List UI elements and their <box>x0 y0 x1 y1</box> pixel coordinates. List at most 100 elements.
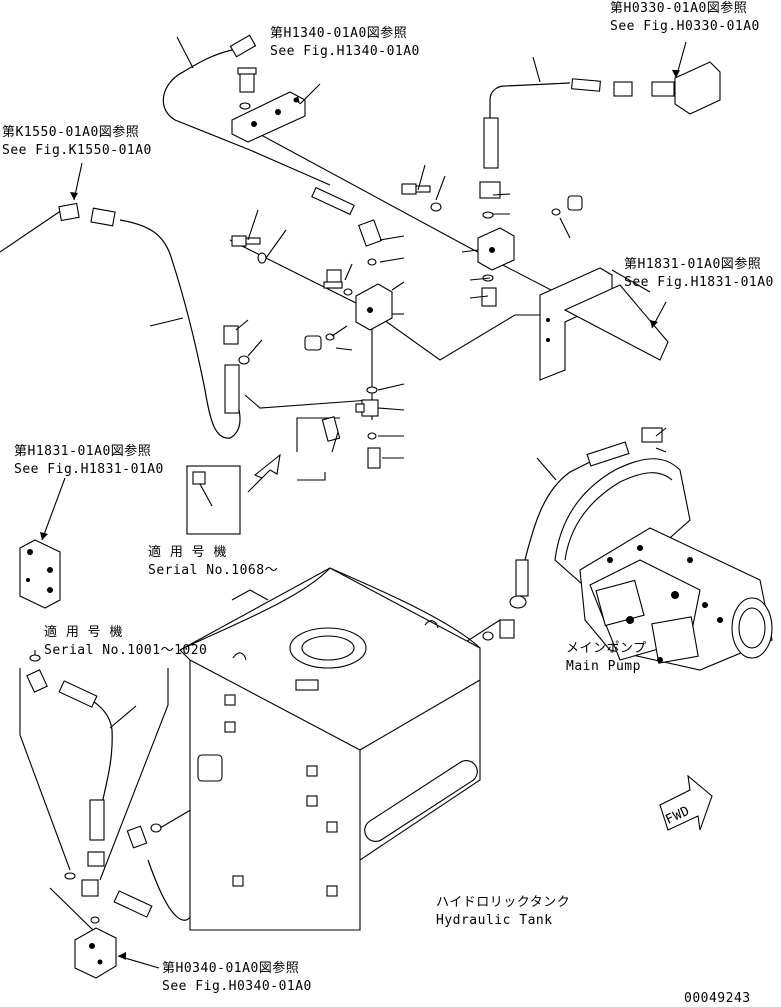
hose-end-right-vert <box>479 117 501 199</box>
bracket-h1831 <box>539 267 669 381</box>
bolt-a <box>231 235 261 247</box>
plug-right <box>567 195 583 211</box>
inset-fitting <box>192 471 206 485</box>
fitting-elbow-top <box>229 34 257 93</box>
hose-pump <box>524 461 591 561</box>
ref-h0330: 第H0330-01A0図参照 See Fig.H0330-01A0 <box>610 0 760 34</box>
o-ring-top <box>239 102 251 110</box>
hose-tank-lower <box>147 859 197 921</box>
valve-block-right <box>477 227 515 271</box>
leader-lines <box>41 36 687 969</box>
label-hydraulic-tank: ハイドロリックタンク Hydraulic Tank <box>436 895 570 928</box>
line-bottom <box>49 887 96 933</box>
valve-block-h0340 <box>74 927 117 979</box>
ref-h1340-en: See Fig.H1340-01A0 <box>270 44 420 59</box>
line-lower-left-b <box>99 668 169 881</box>
fitting-left-upper <box>223 325 239 345</box>
ref-h1831-left-jp: 第H1831-01A0図参照 <box>14 443 151 459</box>
elbow-inset <box>321 416 341 442</box>
hose-coupling-right <box>571 78 633 97</box>
plug-d <box>304 335 322 351</box>
elbow-tank <box>126 825 148 849</box>
ref-h1831-left-en: See Fig.H1831-01A0 <box>14 462 164 477</box>
main-pump-jp: メインポンプ <box>566 641 647 656</box>
hose-end-left <box>224 364 240 414</box>
o-ring-lower-left <box>29 654 41 662</box>
hydraulic-tank-jp: ハイドロリックタンク <box>436 895 570 910</box>
tee-fitting <box>355 399 379 417</box>
ref-h1831-right-en: See Fig.H1831-01A0 <box>624 275 774 290</box>
ref-h0340-jp: 第H0340-01A0図参照 <box>162 960 299 976</box>
valve-block-lower-left <box>19 539 61 609</box>
elbow-lower-left <box>26 669 48 693</box>
hose-coupling-lower-2 <box>113 890 153 918</box>
valve-block-center <box>355 283 393 331</box>
o-ring-tank <box>150 823 162 833</box>
inset-box-lower <box>20 668 168 672</box>
serial-lower: 適 用 号 機 Serial No.1001～1020 <box>44 624 207 658</box>
inset-frame-lower <box>297 472 326 481</box>
line-lower-left-a <box>19 668 71 871</box>
ref-h1831-right-jp: 第H1831-01A0図参照 <box>624 256 761 272</box>
inset-arrow <box>247 453 281 493</box>
o-ring-lower-2 <box>64 872 76 880</box>
main-pump-en: Main Pump <box>566 659 641 674</box>
o-ring-lower-3 <box>90 916 100 924</box>
line-valve-top <box>251 129 581 306</box>
fwd-arrow: FWD <box>659 774 713 831</box>
ref-h0330-en: See Fig.H0330-01A0 <box>610 19 760 34</box>
line-k1550 <box>0 209 63 253</box>
ref-k1550-jp: 第K1550-01A0図参照 <box>2 124 139 140</box>
drawing-number: 00049243 <box>684 991 751 1006</box>
o-ring-left <box>238 355 250 365</box>
ref-h1340-jp: 第H1340-01A0図参照 <box>270 25 407 41</box>
hose-right-upper <box>489 82 571 140</box>
o-ring-right-3 <box>551 208 561 216</box>
label-main-pump: メインポンプ Main Pump <box>566 641 647 674</box>
serial-lower-en: Serial No.1001～1020 <box>44 643 207 658</box>
hose-end-pump <box>509 559 529 609</box>
serial-upper-en: Serial No.1068～ <box>148 563 278 578</box>
bolt-right <box>401 183 431 195</box>
ref-h0340-en: See Fig.H0340-01A0 <box>162 979 312 994</box>
valve-block-top <box>231 91 306 143</box>
serial-lower-jp: 適 用 号 機 <box>44 624 123 640</box>
o-ring-f <box>367 432 377 440</box>
hose-coupling-pump <box>586 427 663 467</box>
fitting-tank-top <box>482 619 515 641</box>
elbow-b <box>358 219 382 247</box>
fitting-right-lower <box>481 287 497 307</box>
o-ring-e <box>366 386 378 394</box>
o-ring-c2 <box>343 288 353 296</box>
leader-arrowheads <box>40 70 680 960</box>
ref-h1831-left: 第H1831-01A0図参照 See Fig.H1831-01A0 <box>14 443 164 477</box>
ref-k1550: 第K1550-01A0図参照 See Fig.K1550-01A0 <box>2 124 152 158</box>
serial-upper-jp: 適 用 号 機 <box>148 544 227 560</box>
main-pump <box>554 458 773 671</box>
line-mid <box>229 239 545 361</box>
hose-upper-loop <box>162 49 331 186</box>
washer-right <box>430 202 442 212</box>
washer-a <box>257 252 267 264</box>
hose-left-loop <box>119 219 241 439</box>
hose-end-lower <box>87 799 105 867</box>
hydraulic-tank-en: Hydraulic Tank <box>436 913 553 928</box>
ref-h1831-right: 第H1831-01A0図参照 See Fig.H1831-01A0 <box>624 256 774 290</box>
fitting-k1550 <box>58 202 116 227</box>
fitting-c <box>323 269 343 289</box>
serial-upper: 適 用 号 機 Serial No.1068～ <box>148 544 278 578</box>
hydraulic-tank <box>179 567 481 931</box>
ref-k1550-en: See Fig.K1550-01A0 <box>2 143 152 158</box>
inset-box <box>186 465 241 535</box>
adapter-f <box>367 447 381 469</box>
hose-coupling-a <box>311 186 355 216</box>
o-ring-right-1 <box>482 211 494 219</box>
tee-lower <box>81 879 99 897</box>
fitting-h0330 <box>651 61 721 115</box>
o-ring-c <box>367 258 377 266</box>
ref-h0330-jp: 第H0330-01A0図参照 <box>610 0 747 16</box>
inset-frame-upper <box>296 417 340 452</box>
hose-coupling-lower-left <box>58 680 98 708</box>
ref-h1340: 第H1340-01A0図参照 See Fig.H1340-01A0 <box>270 25 420 59</box>
